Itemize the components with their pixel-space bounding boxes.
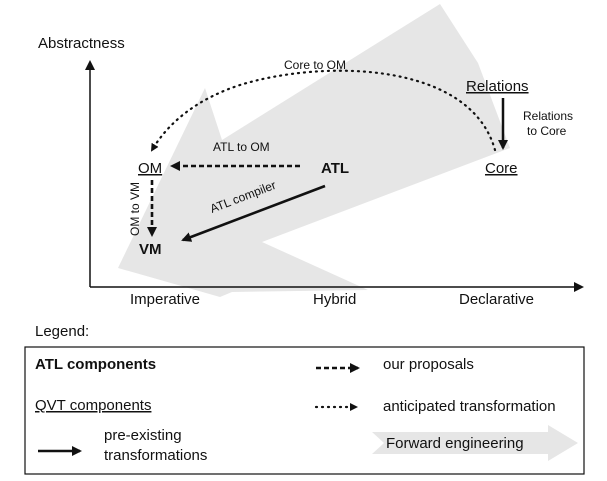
legend-title: Legend: — [35, 323, 89, 340]
legend-forward-engineering-arrow — [372, 425, 578, 461]
atl-compiler-arrow — [181, 184, 326, 242]
x-category-declarative: Declarative — [459, 291, 534, 308]
legend-preexisting-1: pre-existing — [104, 427, 182, 444]
core-to-om-arrow — [150, 69, 497, 152]
core-to-om-label: Core to OM — [284, 58, 346, 72]
om-to-vm-label: OM to VM — [128, 182, 142, 236]
legend-preexisting-2: transformations — [104, 447, 207, 464]
node-core: Core — [485, 160, 518, 177]
x-category-hybrid: Hybrid — [313, 291, 356, 308]
legend-atl-components: ATL components — [35, 356, 156, 373]
relations-to-core-label-1: Relations — [523, 109, 573, 123]
relations-to-core-label-2: to Core — [527, 124, 567, 138]
node-vm: VM — [139, 241, 162, 258]
forward-engineering-big-arrow — [118, 4, 510, 297]
legend-forward-engineering: Forward engineering — [386, 435, 524, 452]
atl-to-om-label: ATL to OM — [213, 140, 270, 154]
node-om: OM — [138, 160, 162, 177]
y-axis-label: Abstractness — [38, 35, 125, 52]
legend-qvt-components: QVT components — [35, 397, 151, 414]
legend-anticipated: anticipated transformation — [383, 398, 556, 415]
node-atl: ATL — [321, 160, 349, 177]
legend-our-proposals: our proposals — [383, 356, 474, 373]
node-relations: Relations — [466, 78, 529, 95]
x-category-imperative: Imperative — [130, 291, 200, 308]
